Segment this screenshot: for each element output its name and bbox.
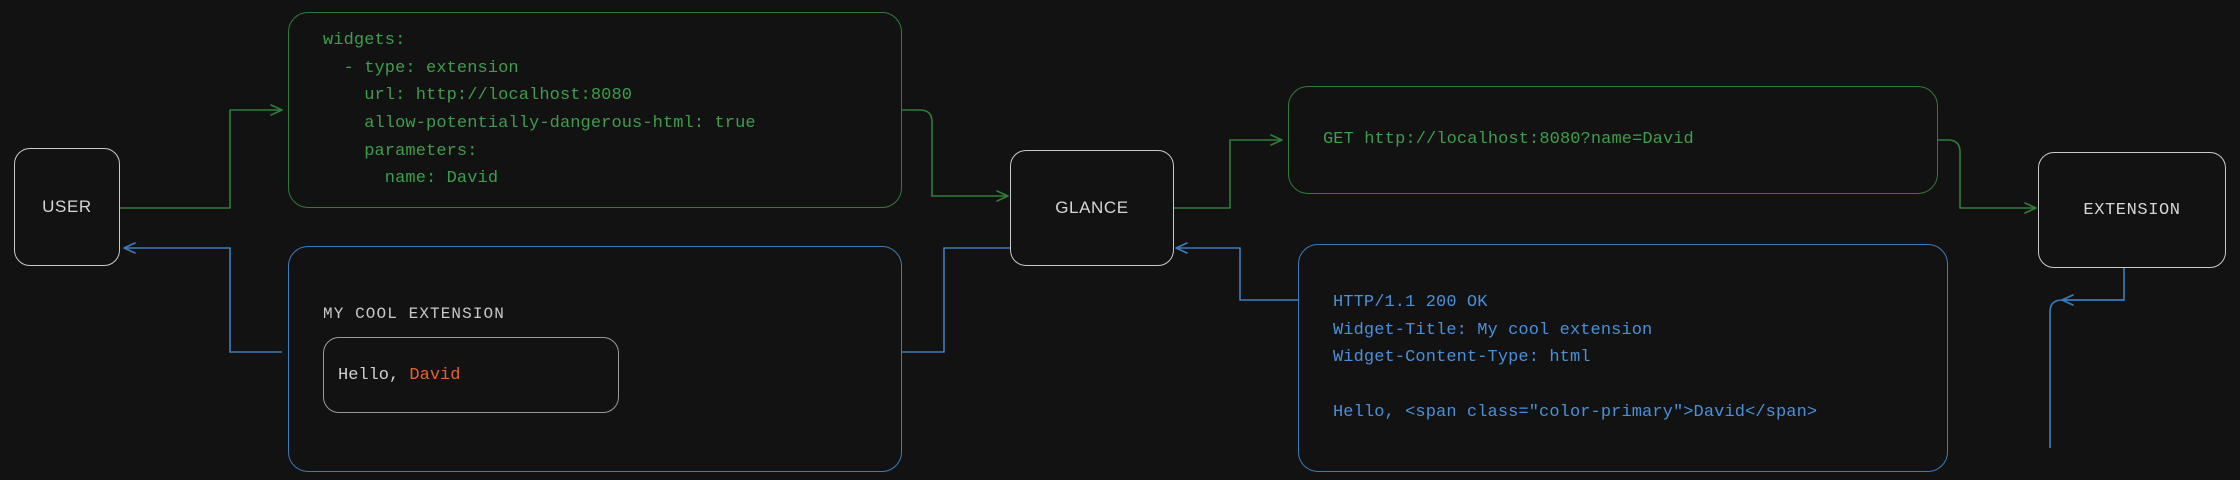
edge-glance-to-request <box>1174 134 1283 209</box>
edge-response-to-glance <box>1175 242 1298 301</box>
http-get-request-text: GET http://localhost:8080?name=David <box>1323 130 1694 150</box>
rendered-widget-greeting-name: David <box>409 365 461 385</box>
rendered-widget-body: Hello, David <box>323 337 619 413</box>
node-glance-label: GLANCE <box>1055 198 1129 217</box>
glance-yaml-config-text: widgets: - type: extension url: http://l… <box>323 31 756 189</box>
node-user[interactable]: USER <box>14 148 120 266</box>
edge-extension-to-response <box>2044 247 2125 448</box>
rendered-widget-inner: MY COOL EXTENSION Hello, David <box>289 305 619 413</box>
card-http-get-request: GET http://localhost:8080?name=David <box>1288 86 1938 194</box>
edge-user-to-config <box>120 104 283 209</box>
node-glance[interactable]: GLANCE <box>1010 150 1174 266</box>
rendered-widget-title: MY COOL EXTENSION <box>323 305 505 323</box>
edge-config-to-glance <box>902 109 1009 202</box>
http-response-text: HTTP/1.1 200 OK Widget-Title: My cool ex… <box>1333 293 1818 423</box>
node-user-label: USER <box>42 197 92 216</box>
node-extension[interactable]: EXTENSION <box>2038 152 2226 268</box>
card-rendered-widget: MY COOL EXTENSION Hello, David <box>288 246 902 472</box>
edge-widget-to-user <box>123 242 282 353</box>
card-http-response: HTTP/1.1 200 OK Widget-Title: My cool ex… <box>1298 244 1948 472</box>
rendered-widget-greeting-prefix: Hello, <box>338 365 410 385</box>
node-extension-label: EXTENSION <box>2083 200 2181 220</box>
edge-request-to-extension <box>1938 139 2037 214</box>
card-glance-yaml-config: widgets: - type: extension url: http://l… <box>288 12 902 208</box>
